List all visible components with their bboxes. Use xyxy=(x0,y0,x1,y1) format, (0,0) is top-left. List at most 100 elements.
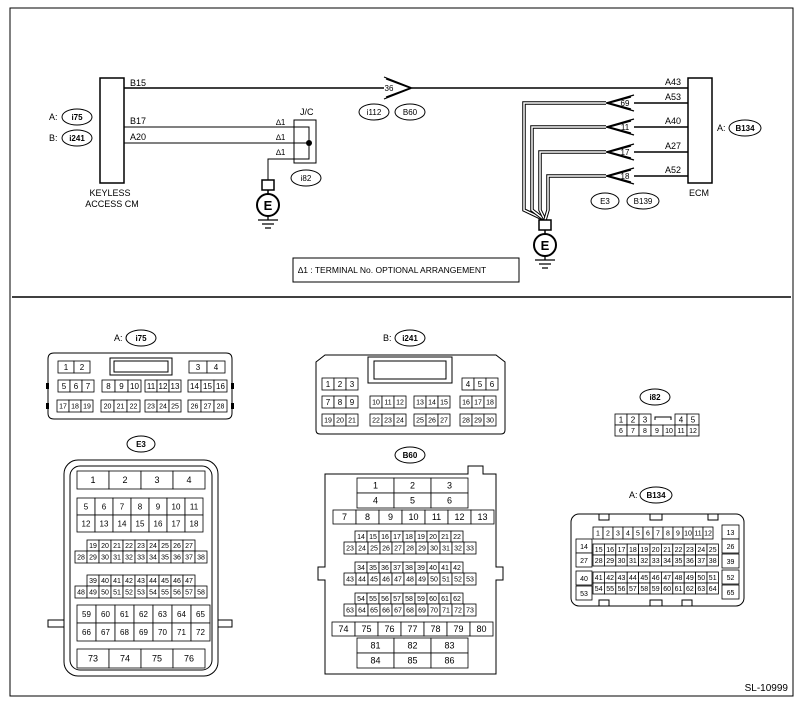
b60-pin-82: 82 xyxy=(407,641,417,651)
b60-pin-51: 51 xyxy=(442,577,450,584)
b60-pin-48: 48 xyxy=(406,577,414,584)
b134-pin-57: 57 xyxy=(629,586,637,593)
i241-cell-3 xyxy=(345,377,359,391)
i75-pin-2: 2 xyxy=(80,363,85,372)
i75-pin-17: 17 xyxy=(59,404,67,411)
b134-pin-29: 29 xyxy=(606,558,614,565)
e3-pin-64: 64 xyxy=(177,610,186,619)
i241-pin-11: 11 xyxy=(384,400,391,407)
e3-pin-13: 13 xyxy=(100,519,109,528)
e3-pin-42: 42 xyxy=(125,578,133,585)
conn-i241-housing xyxy=(315,354,506,435)
i75-pin-19: 19 xyxy=(83,404,91,411)
i241-pin-28: 28 xyxy=(462,418,470,425)
b134-pin-50: 50 xyxy=(697,575,705,582)
i241-pin-26: 26 xyxy=(428,418,436,425)
i82-pin-9: 9 xyxy=(655,428,659,435)
conn-b134-key-6 xyxy=(681,599,693,607)
b60-pin-31: 31 xyxy=(442,546,450,553)
ecm-pin-a52: A52 xyxy=(665,165,681,175)
e3-pin-76: 76 xyxy=(184,654,194,664)
conn-b134-key-2 xyxy=(649,513,663,521)
jc-pin-mark-3: ∆1 xyxy=(276,148,286,157)
i241-pin-29: 29 xyxy=(474,418,482,425)
ecm-pin-a53: A53 xyxy=(665,92,681,102)
cm-pin-a20: A20 xyxy=(130,132,146,142)
b134-pin-58: 58 xyxy=(640,586,648,593)
b60-pin-80: 80 xyxy=(476,624,486,634)
b134-pin-54: 54 xyxy=(595,586,603,593)
b134-pin-60: 60 xyxy=(663,586,671,593)
keyless-access-cm-box xyxy=(99,77,125,184)
i241-cell-24 xyxy=(393,413,407,427)
b60-pin-78: 78 xyxy=(430,624,440,634)
b60-pin-52: 52 xyxy=(454,577,462,584)
b134-cell-53 xyxy=(575,585,593,601)
i75-pin-10: 10 xyxy=(130,382,139,391)
b60-pin-24: 24 xyxy=(358,546,366,553)
b134-pin-14: 14 xyxy=(580,544,588,551)
cm-pin-b15: B15 xyxy=(130,78,146,88)
conn-e3-name: E3 xyxy=(136,440,146,449)
e3-cell-4 xyxy=(172,470,206,490)
b134-pin-32: 32 xyxy=(640,558,648,565)
b60-pin-27: 27 xyxy=(394,546,402,553)
i75-cell-4 xyxy=(206,360,226,374)
b60-pin-4: 4 xyxy=(373,496,378,506)
ground-pin-17: 17 xyxy=(621,148,630,157)
e3-pin-18: 18 xyxy=(190,519,199,528)
i82-pin-5: 5 xyxy=(691,415,696,424)
e3-pin-62: 62 xyxy=(139,610,148,619)
e3-pin-27: 27 xyxy=(185,543,193,550)
i75-notch-left-0 xyxy=(46,383,49,389)
conn-b134-badge xyxy=(639,486,673,504)
b60-pin-8: 8 xyxy=(365,512,370,522)
b60-pin-11: 11 xyxy=(432,512,441,522)
b60-cell-86 xyxy=(430,652,469,669)
ground-conn-2: B139 xyxy=(634,197,653,206)
b134-pin-63: 63 xyxy=(697,586,705,593)
i75-pin-15: 15 xyxy=(203,382,212,391)
b134-pin-42: 42 xyxy=(606,575,614,582)
b60-pin-14: 14 xyxy=(357,534,365,541)
b60-pin-7: 7 xyxy=(342,512,347,522)
i241-pin-21: 21 xyxy=(348,418,356,425)
b134-pin-62: 62 xyxy=(686,586,694,593)
b60-cell-53 xyxy=(463,572,477,586)
b134-pin-1: 1 xyxy=(596,531,600,538)
conn-b134-key-3 xyxy=(707,513,719,521)
b60-pin-35: 35 xyxy=(369,565,377,572)
diagram-id: SL-10999 xyxy=(745,683,789,694)
b134-pin-15: 15 xyxy=(595,547,603,554)
b60-pin-38: 38 xyxy=(405,565,413,572)
conn-b60-badge xyxy=(394,446,426,464)
b134-pin-35: 35 xyxy=(675,558,683,565)
b60-pin-74: 74 xyxy=(338,624,348,634)
b60-pin-67: 67 xyxy=(394,608,402,615)
e3-pin-61: 61 xyxy=(120,610,129,619)
e3-pin-49: 49 xyxy=(89,590,97,597)
i75-pin-3: 3 xyxy=(196,363,201,372)
i241-pin-4: 4 xyxy=(466,380,471,389)
conn-i75-badge xyxy=(125,329,157,347)
i241-cell-18 xyxy=(483,395,497,409)
e3-pin-71: 71 xyxy=(177,628,186,637)
i241-cell-30 xyxy=(483,413,497,427)
b134-pin-52: 52 xyxy=(727,575,735,582)
cm-conn-b-badge xyxy=(61,129,93,147)
ecm-conn-badge xyxy=(728,119,762,137)
i75-pin-28: 28 xyxy=(217,404,225,411)
b134-pin-19: 19 xyxy=(640,547,648,554)
b134-pin-33: 33 xyxy=(652,558,660,565)
e3-pin-31: 31 xyxy=(113,555,121,562)
i75-cell-2 xyxy=(73,360,91,374)
b134-pin-48: 48 xyxy=(675,575,683,582)
cm-conn-a: i75 xyxy=(71,113,83,122)
b60-pin-79: 79 xyxy=(453,624,463,634)
e3-pin-60: 60 xyxy=(101,610,110,619)
jc-label: J/C xyxy=(300,107,314,117)
b134-pin-3: 3 xyxy=(616,531,620,538)
